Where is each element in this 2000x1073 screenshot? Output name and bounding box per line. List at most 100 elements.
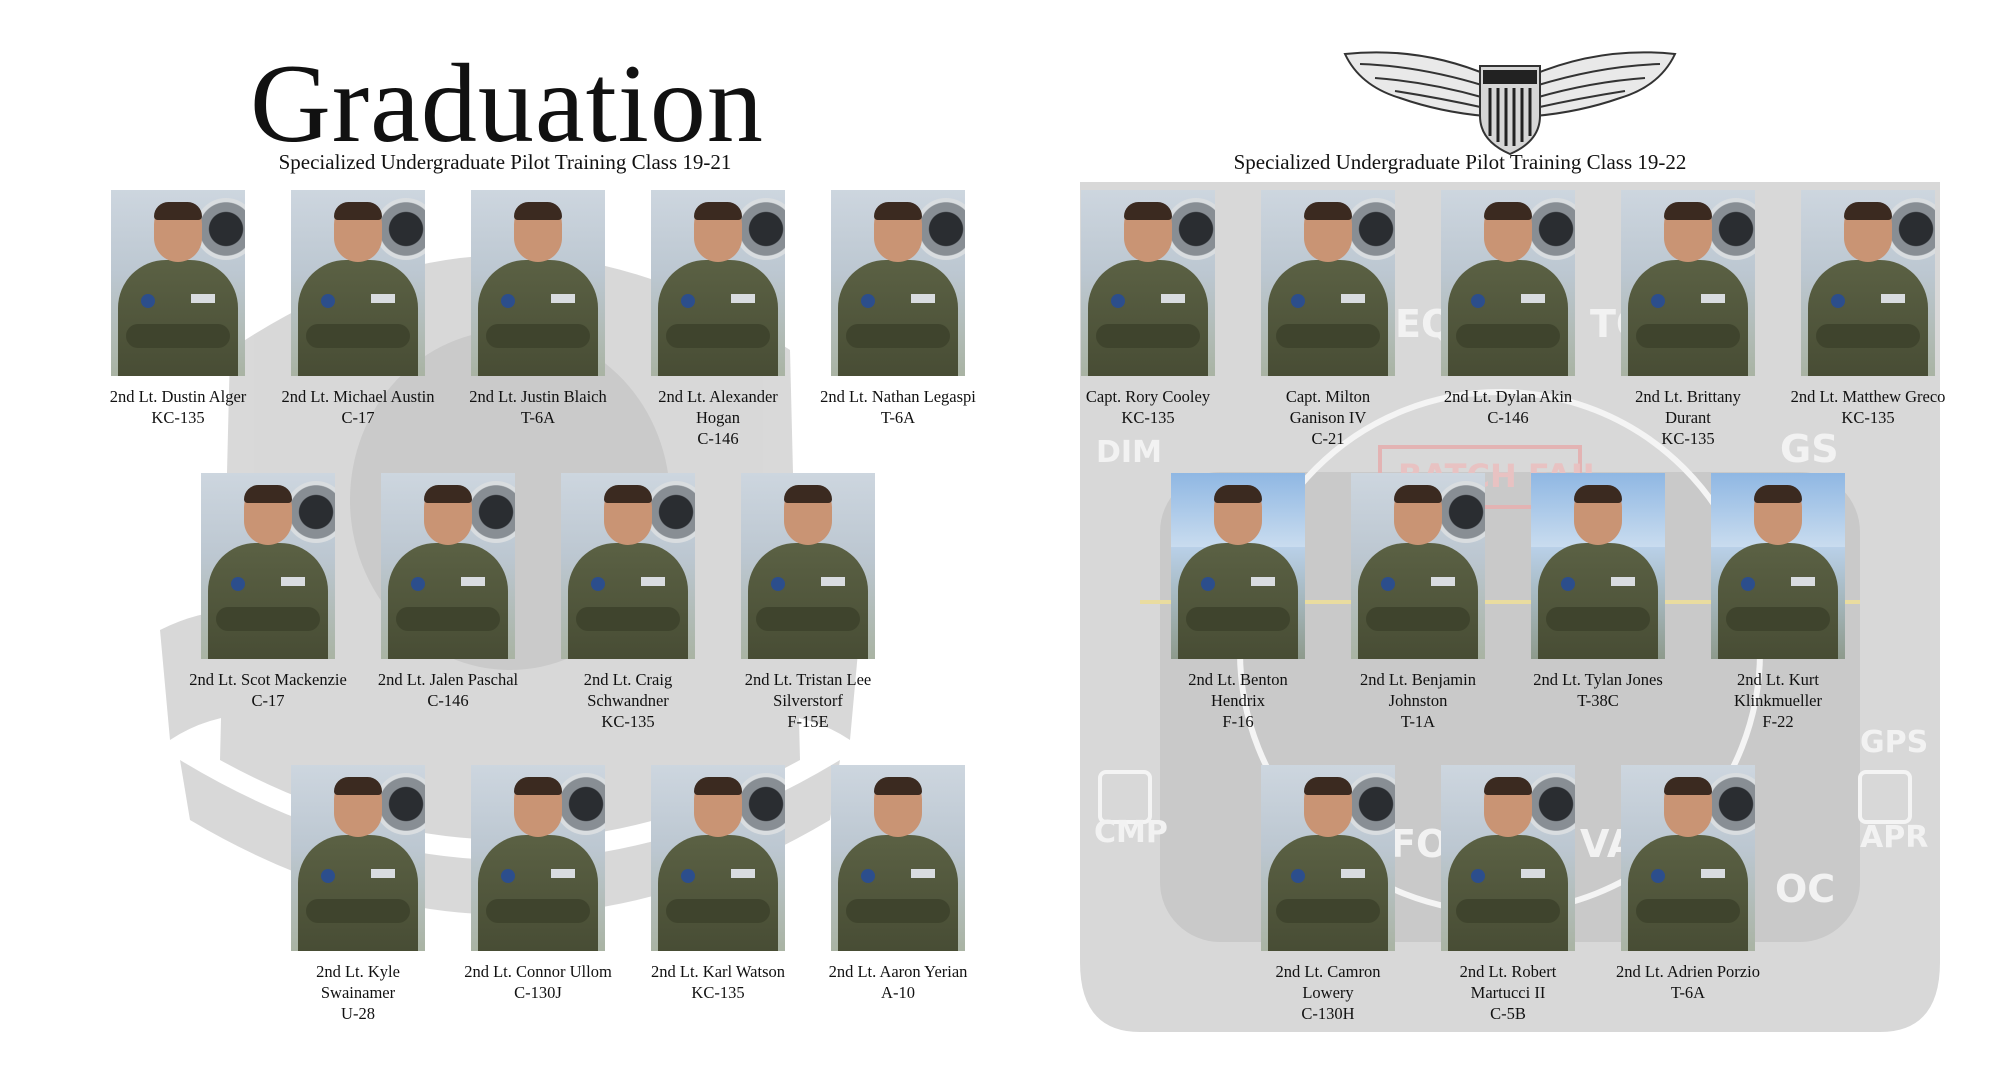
graduate-photo xyxy=(1261,765,1395,951)
graduate-name: 2nd Lt. Jalen Paschal xyxy=(377,670,519,689)
graduate-aircraft: C-146 xyxy=(697,429,739,448)
graduate-aircraft: C-130H xyxy=(1301,1004,1355,1023)
graduate-photo xyxy=(651,765,785,951)
graduate-name: 2nd Lt. Scot Mackenzie xyxy=(189,670,347,689)
graduate-name-cont: Ganison IV xyxy=(1289,408,1367,427)
graduate-name: 2nd Lt. Tylan Jones xyxy=(1533,670,1663,689)
graduate-name-cont: Lowery xyxy=(1302,983,1354,1002)
graduate-name: Capt. Rory Cooley xyxy=(1085,387,1211,406)
graduate-name: 2nd Lt. Craig xyxy=(583,670,673,689)
graduate-photo xyxy=(1531,473,1665,659)
graduate-aircraft: C-17 xyxy=(251,691,285,710)
graduate-aircraft: F-16 xyxy=(1222,712,1254,731)
pilot-wings-icon xyxy=(1343,51,1677,156)
graduate-photo xyxy=(651,190,785,376)
graduate-photo xyxy=(1621,190,1755,376)
panel-label-apr: APR xyxy=(1860,820,1928,855)
graduate-photo xyxy=(1081,190,1215,376)
graduate-name: 2nd Lt. Justin Blaich xyxy=(469,387,607,406)
graduate-aircraft: U-28 xyxy=(341,1004,375,1023)
graduate-photo xyxy=(1261,190,1395,376)
graduate-photo xyxy=(831,190,965,376)
graduate-name-cont: Johnston xyxy=(1388,691,1448,710)
graduate-name: 2nd Lt. Karl Watson xyxy=(650,962,785,981)
graduate-aircraft: C-146 xyxy=(427,691,469,710)
graduate-name: 2nd Lt. Nathan Legaspi xyxy=(820,387,976,406)
graduate-photo xyxy=(111,190,245,376)
graduate-name: 2nd Lt. Connor Ullom xyxy=(464,962,612,981)
page-title: Graduation xyxy=(250,42,764,166)
graduate-photo xyxy=(1171,473,1305,659)
graduate-aircraft: F-15E xyxy=(787,712,829,731)
panel-label-gs: GS xyxy=(1780,427,1839,471)
graduate-aircraft: F-22 xyxy=(1762,712,1794,731)
graduate-photo xyxy=(1621,765,1755,951)
graduate-name: 2nd Lt. Robert xyxy=(1459,962,1557,981)
graduate-photo xyxy=(831,765,965,951)
graduate-photo xyxy=(1441,190,1575,376)
graduate-name: 2nd Lt. Dylan Akin xyxy=(1443,387,1573,406)
graduate-name-cont: Hendrix xyxy=(1210,691,1266,710)
graduate-aircraft: C-146 xyxy=(1487,408,1529,427)
graduate-name: 2nd Lt. Aaron Yerian xyxy=(828,962,968,981)
graduate-photo xyxy=(1711,473,1845,659)
graduate-aircraft: KC-135 xyxy=(691,983,745,1002)
graduate-name: 2nd Lt. Matthew Greco xyxy=(1790,387,1946,406)
right-class-subtitle: Specialized Undergraduate Pilot Training… xyxy=(1233,150,1687,174)
graduate-name: 2nd Lt. Alexander xyxy=(658,387,778,406)
graduate-aircraft: C-130J xyxy=(514,983,562,1002)
graduate-name: 2nd Lt. Camron xyxy=(1275,962,1381,981)
graduate-name-cont: Hogan xyxy=(696,408,740,427)
graduate-aircraft: T-38C xyxy=(1577,691,1619,710)
graduate-aircraft: KC-135 xyxy=(1661,429,1715,448)
panel-label-cmp: CMP xyxy=(1094,815,1168,850)
graduate-photo xyxy=(471,765,605,951)
graduate-photo xyxy=(561,473,695,659)
graduate-aircraft: T-1A xyxy=(1400,712,1436,731)
graduate-photo xyxy=(291,765,425,951)
left-class-subtitle: Specialized Undergraduate Pilot Training… xyxy=(278,150,732,174)
graduate-aircraft: KC-135 xyxy=(1841,408,1895,427)
graduate-aircraft: KC-135 xyxy=(1121,408,1175,427)
graduate-name: 2nd Lt. Brittany xyxy=(1635,387,1741,406)
graduate-photo xyxy=(741,473,875,659)
graduate-photo xyxy=(471,190,605,376)
graduate-aircraft: C-17 xyxy=(341,408,375,427)
panel-label-gps: GPS xyxy=(1860,725,1928,760)
graduate-name: 2nd Lt. Kurt xyxy=(1736,670,1820,689)
graduate-name: 2nd Lt. Kyle xyxy=(316,962,400,981)
graduate-name: 2nd Lt. Benton xyxy=(1188,670,1288,689)
graduate-name: 2nd Lt. Dustin Alger xyxy=(109,387,247,406)
